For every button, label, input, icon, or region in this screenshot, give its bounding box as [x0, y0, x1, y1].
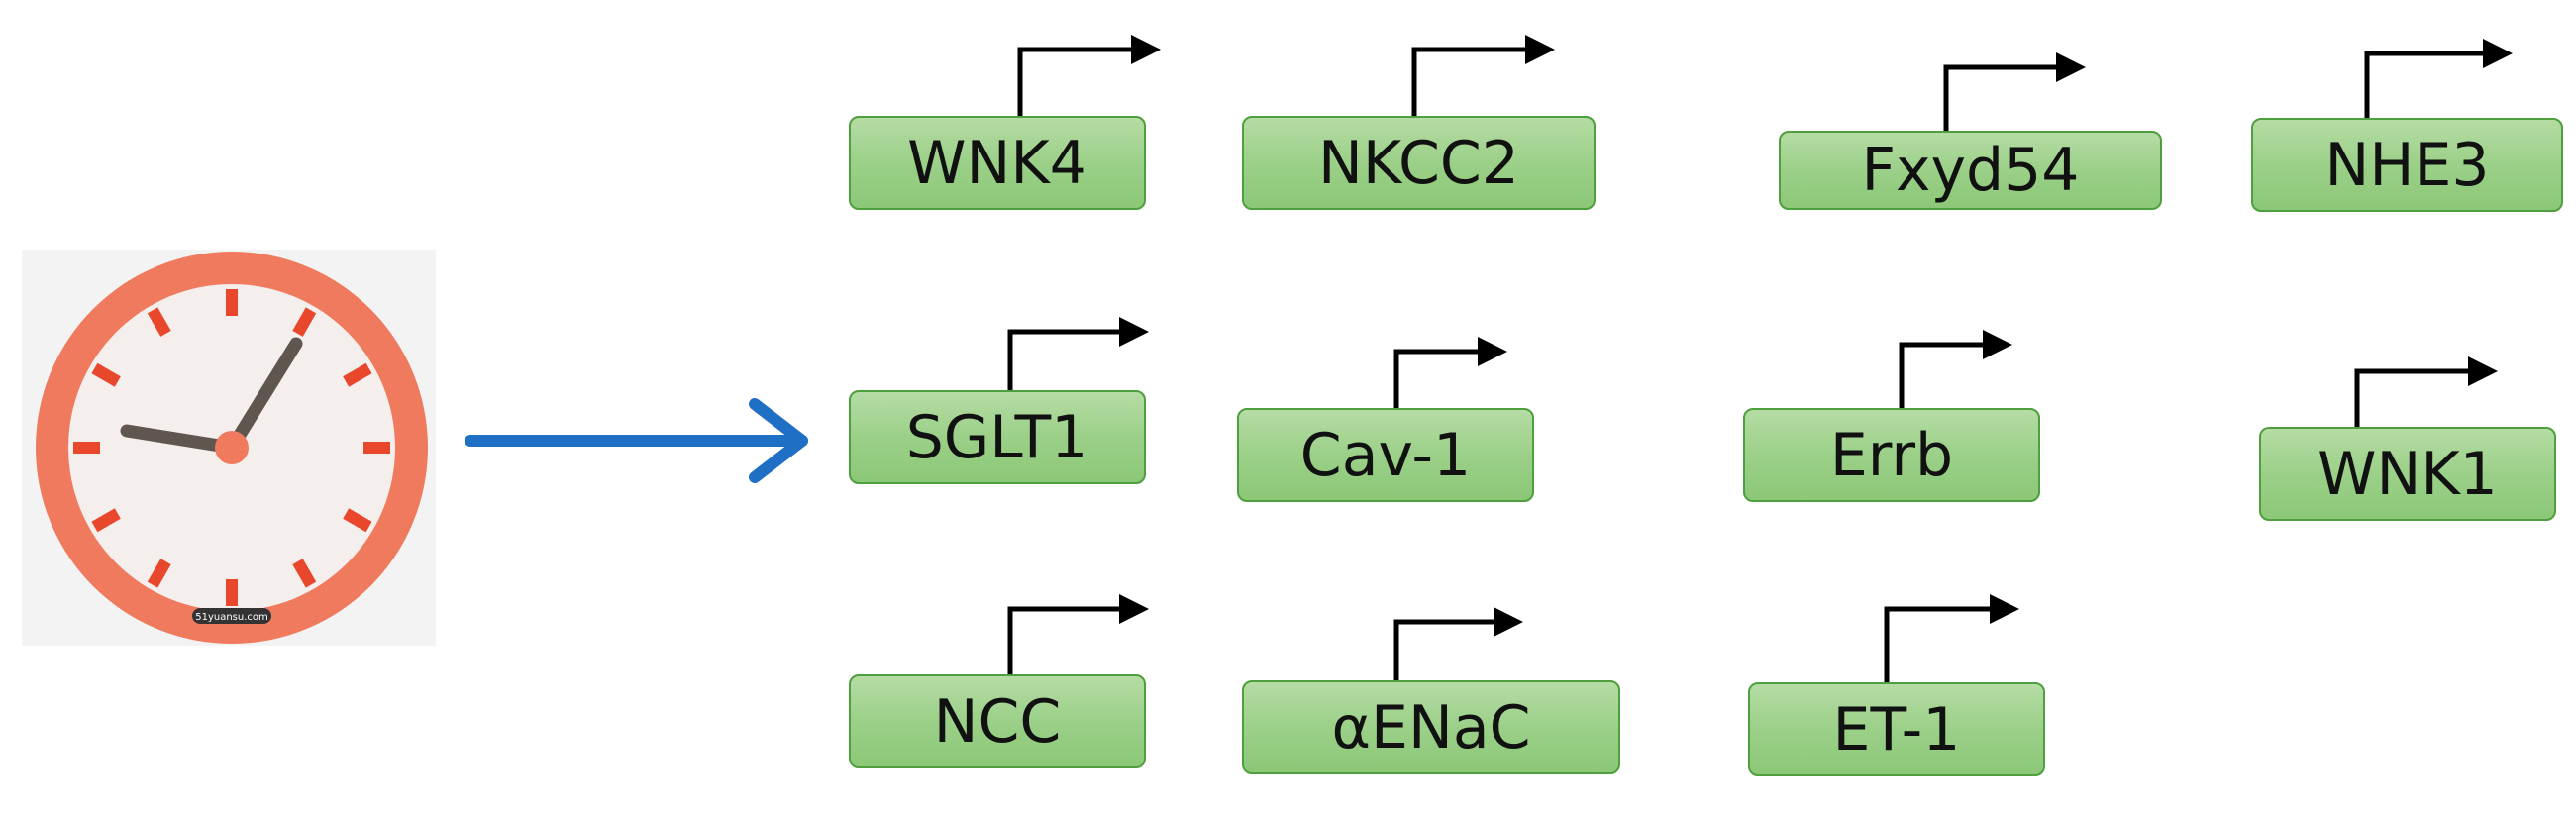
gene-box-fxyd54: Fxyd54 [1779, 131, 2162, 210]
gene-label: NKCC2 [1318, 128, 1519, 198]
gene-box-aenac: αENaC [1242, 680, 1620, 774]
gene-box-nkcc2: NKCC2 [1242, 116, 1596, 210]
promoter-arrow-icon [1899, 330, 2012, 408]
clock-minute-hand [225, 337, 303, 455]
promoter-arrow-icon [1007, 317, 1149, 390]
gene-label: αENaC [1331, 692, 1531, 762]
gene-box-cav1: Cav-1 [1237, 408, 1534, 502]
gene-label: NHE3 [2324, 130, 2490, 200]
clock-tick [91, 362, 121, 387]
gene-box-wnk1: WNK1 [2259, 427, 2556, 521]
gene-box-sglt1: SGLT1 [849, 390, 1146, 484]
gene-label: ET-1 [1832, 694, 1961, 764]
clock-tick [343, 508, 372, 533]
clock-center-pin [215, 431, 249, 464]
promoter-arrow-icon [2364, 39, 2513, 118]
gene-label: NCC [933, 686, 1062, 757]
promoter-arrow-icon [2354, 356, 2498, 427]
gene-label: Errb [1829, 420, 1954, 490]
clock-icon: 51yuansu.com [22, 250, 436, 646]
gene-box-wnk4: WNK4 [849, 116, 1146, 210]
clock-hour-hand [120, 424, 239, 455]
promoter-arrow-icon [1393, 337, 1507, 408]
gene-box-nhe3: NHE3 [2251, 118, 2563, 212]
gene-label: Cav-1 [1299, 420, 1472, 490]
gene-label: Fxyd54 [1861, 136, 2080, 205]
promoter-arrow-icon [1943, 52, 2086, 131]
arrow-head [749, 398, 808, 483]
promoter-arrow-icon [1007, 594, 1149, 674]
promoter-arrow-icon [1393, 607, 1523, 680]
gene-box-ncc: NCC [849, 674, 1146, 768]
clock-tick [292, 559, 317, 588]
watermark-badge [192, 608, 271, 624]
clock-tick [147, 307, 171, 337]
right-arrow-icon [465, 398, 808, 483]
watermark-text: 51yuansu.com [195, 612, 268, 623]
promoter-arrow-icon [1411, 35, 1555, 116]
clock-graphic: 51yuansu.com [22, 250, 436, 646]
gene-label: WNK1 [2318, 439, 2498, 509]
promoter-arrow-icon [1884, 594, 2019, 682]
gene-box-et1: ET-1 [1748, 682, 2045, 776]
clock-tick [292, 307, 317, 337]
gene-box-errb: Errb [1743, 408, 2040, 502]
clock-tick [147, 559, 171, 588]
clock-tick [91, 508, 121, 533]
clock-tick [343, 362, 372, 387]
gene-label: WNK4 [907, 128, 1087, 198]
clock-ticks [73, 289, 390, 606]
promoter-arrow-icon [1017, 35, 1161, 116]
gene-label: SGLT1 [905, 402, 1089, 472]
